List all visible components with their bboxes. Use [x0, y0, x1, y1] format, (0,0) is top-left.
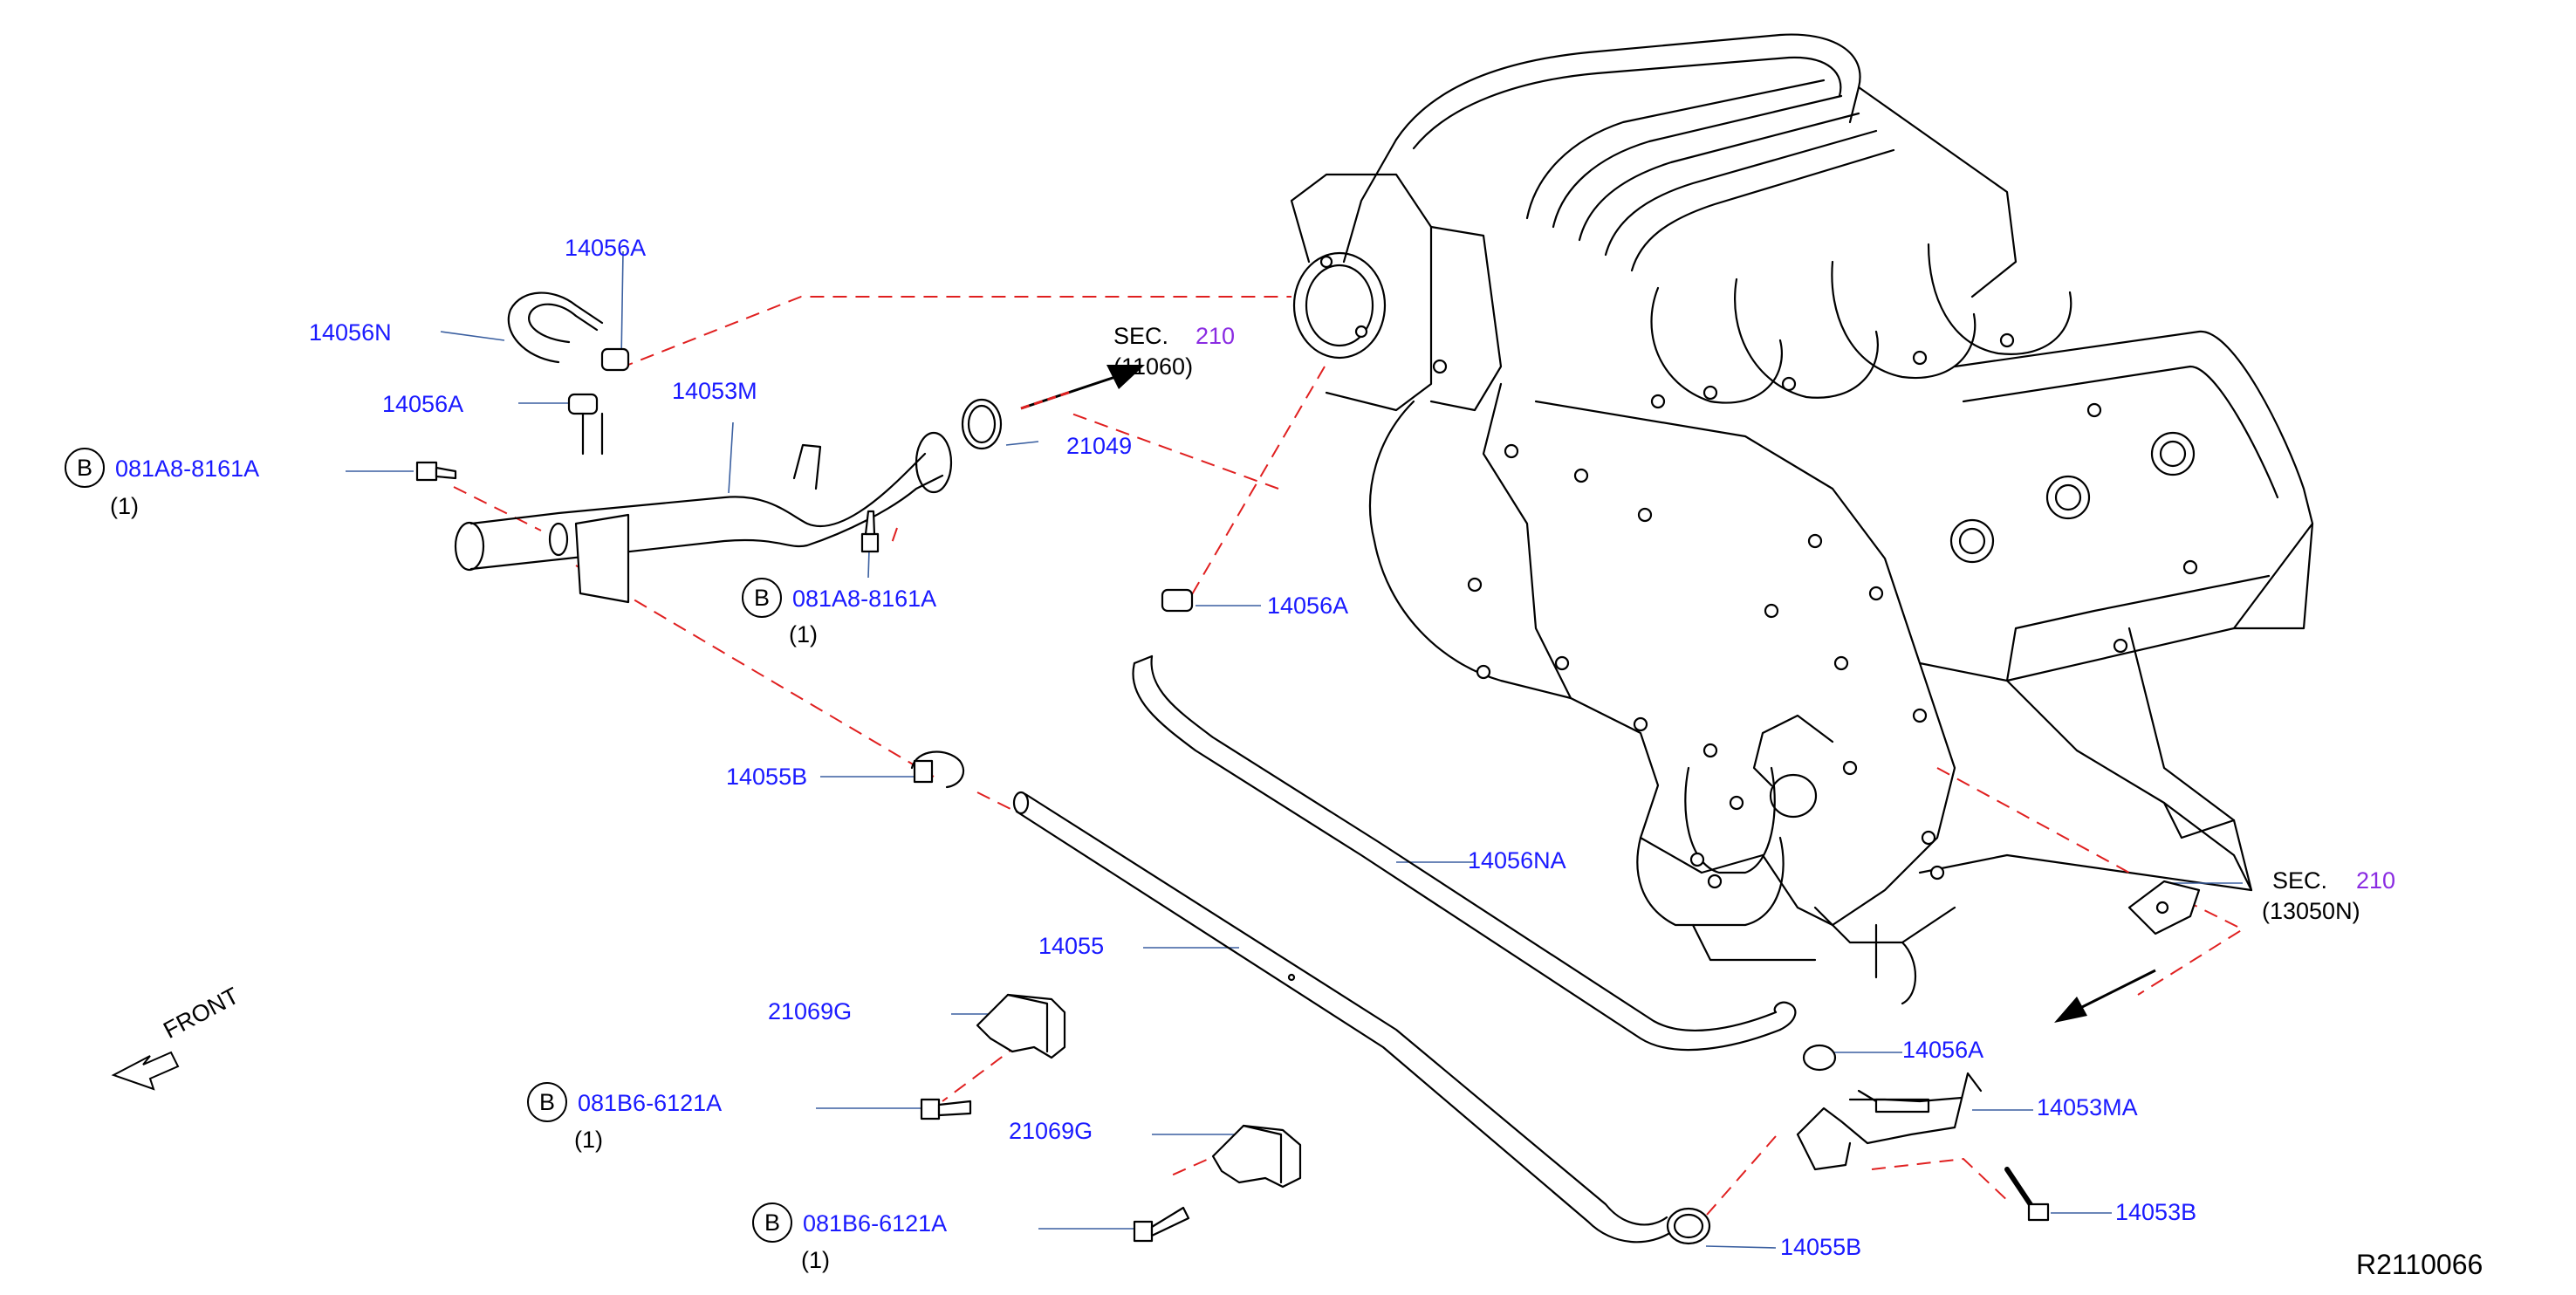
sec-210-right-label: SEC.	[2272, 867, 2328, 894]
label-21049: 21049	[1066, 433, 1133, 459]
sec-13050n-arrow-icon	[2054, 969, 2156, 1023]
outlet-14053ma	[1796, 1072, 1983, 1145]
sec-210-top-number: 210	[1196, 323, 1236, 349]
label-14053ma: 14053MA	[2037, 1094, 2138, 1120]
sec-13050n-label: (13050N)	[2262, 898, 2360, 924]
label-14056n: 14056N	[309, 319, 392, 346]
front-arrow-icon	[111, 1051, 180, 1091]
hose-14056n	[507, 291, 604, 364]
bracket-21069g-1	[976, 993, 1066, 1059]
engine-assembly	[1290, 33, 2314, 1005]
label-14056a-top: 14056A	[565, 235, 647, 261]
label-081b6-6121a-bottom: 081B6-6121A	[803, 1210, 948, 1237]
o-ring-21049	[961, 398, 1003, 450]
qty-081b6-top: (1)	[574, 1127, 603, 1153]
parts	[415, 291, 2201, 1245]
sec-210-top-label: SEC.	[1113, 323, 1169, 349]
label-081a8-8161a-left: 081A8-8161A	[115, 456, 260, 482]
bolt-symbol-b: B	[752, 1202, 792, 1243]
label-14056a-middle: 14056A	[1267, 593, 1349, 619]
label-14056na: 14056NA	[1468, 847, 1566, 874]
hose-14055	[1024, 792, 1668, 1226]
label-14056a-left: 14056A	[382, 391, 464, 417]
hose-14056na	[1132, 661, 1782, 1052]
label-081b6-6121a-top: 081B6-6121A	[578, 1090, 723, 1116]
pipe-14053m	[469, 452, 927, 528]
qty-081b6-bottom: (1)	[801, 1247, 830, 1273]
sec-11060-label: (11060)	[1113, 353, 1194, 380]
label-14053b: 14053B	[2115, 1199, 2197, 1225]
bolt-symbol-b: B	[65, 448, 105, 488]
bracket-21069g-2	[1211, 1124, 1302, 1189]
label-21069g-bottom: 21069G	[1009, 1118, 1093, 1144]
qty-081a8-center: (1)	[789, 621, 818, 648]
sec-210-right-number: 210	[2356, 867, 2396, 894]
label-14055: 14055	[1038, 933, 1105, 959]
label-14055b-top: 14055B	[726, 764, 808, 790]
label-14056a-lower: 14056A	[1902, 1037, 1984, 1063]
label-21069g-top: 21069G	[768, 998, 853, 1024]
bolt-symbol-b: B	[527, 1082, 567, 1122]
direction-arrows	[111, 365, 2156, 1091]
qty-081a8-left: (1)	[110, 493, 139, 519]
label-14055b-bottom: 14055B	[1780, 1234, 1862, 1260]
label-081a8-8161a-center: 081A8-8161A	[792, 586, 937, 612]
dashed-reference-lines	[453, 296, 2245, 1216]
diagram-reference-number: R2110066	[2356, 1249, 2484, 1280]
label-14053m: 14053M	[672, 378, 757, 404]
bolt-symbol-b: B	[742, 578, 782, 618]
sec-11060-arrow-icon	[1020, 365, 1145, 410]
